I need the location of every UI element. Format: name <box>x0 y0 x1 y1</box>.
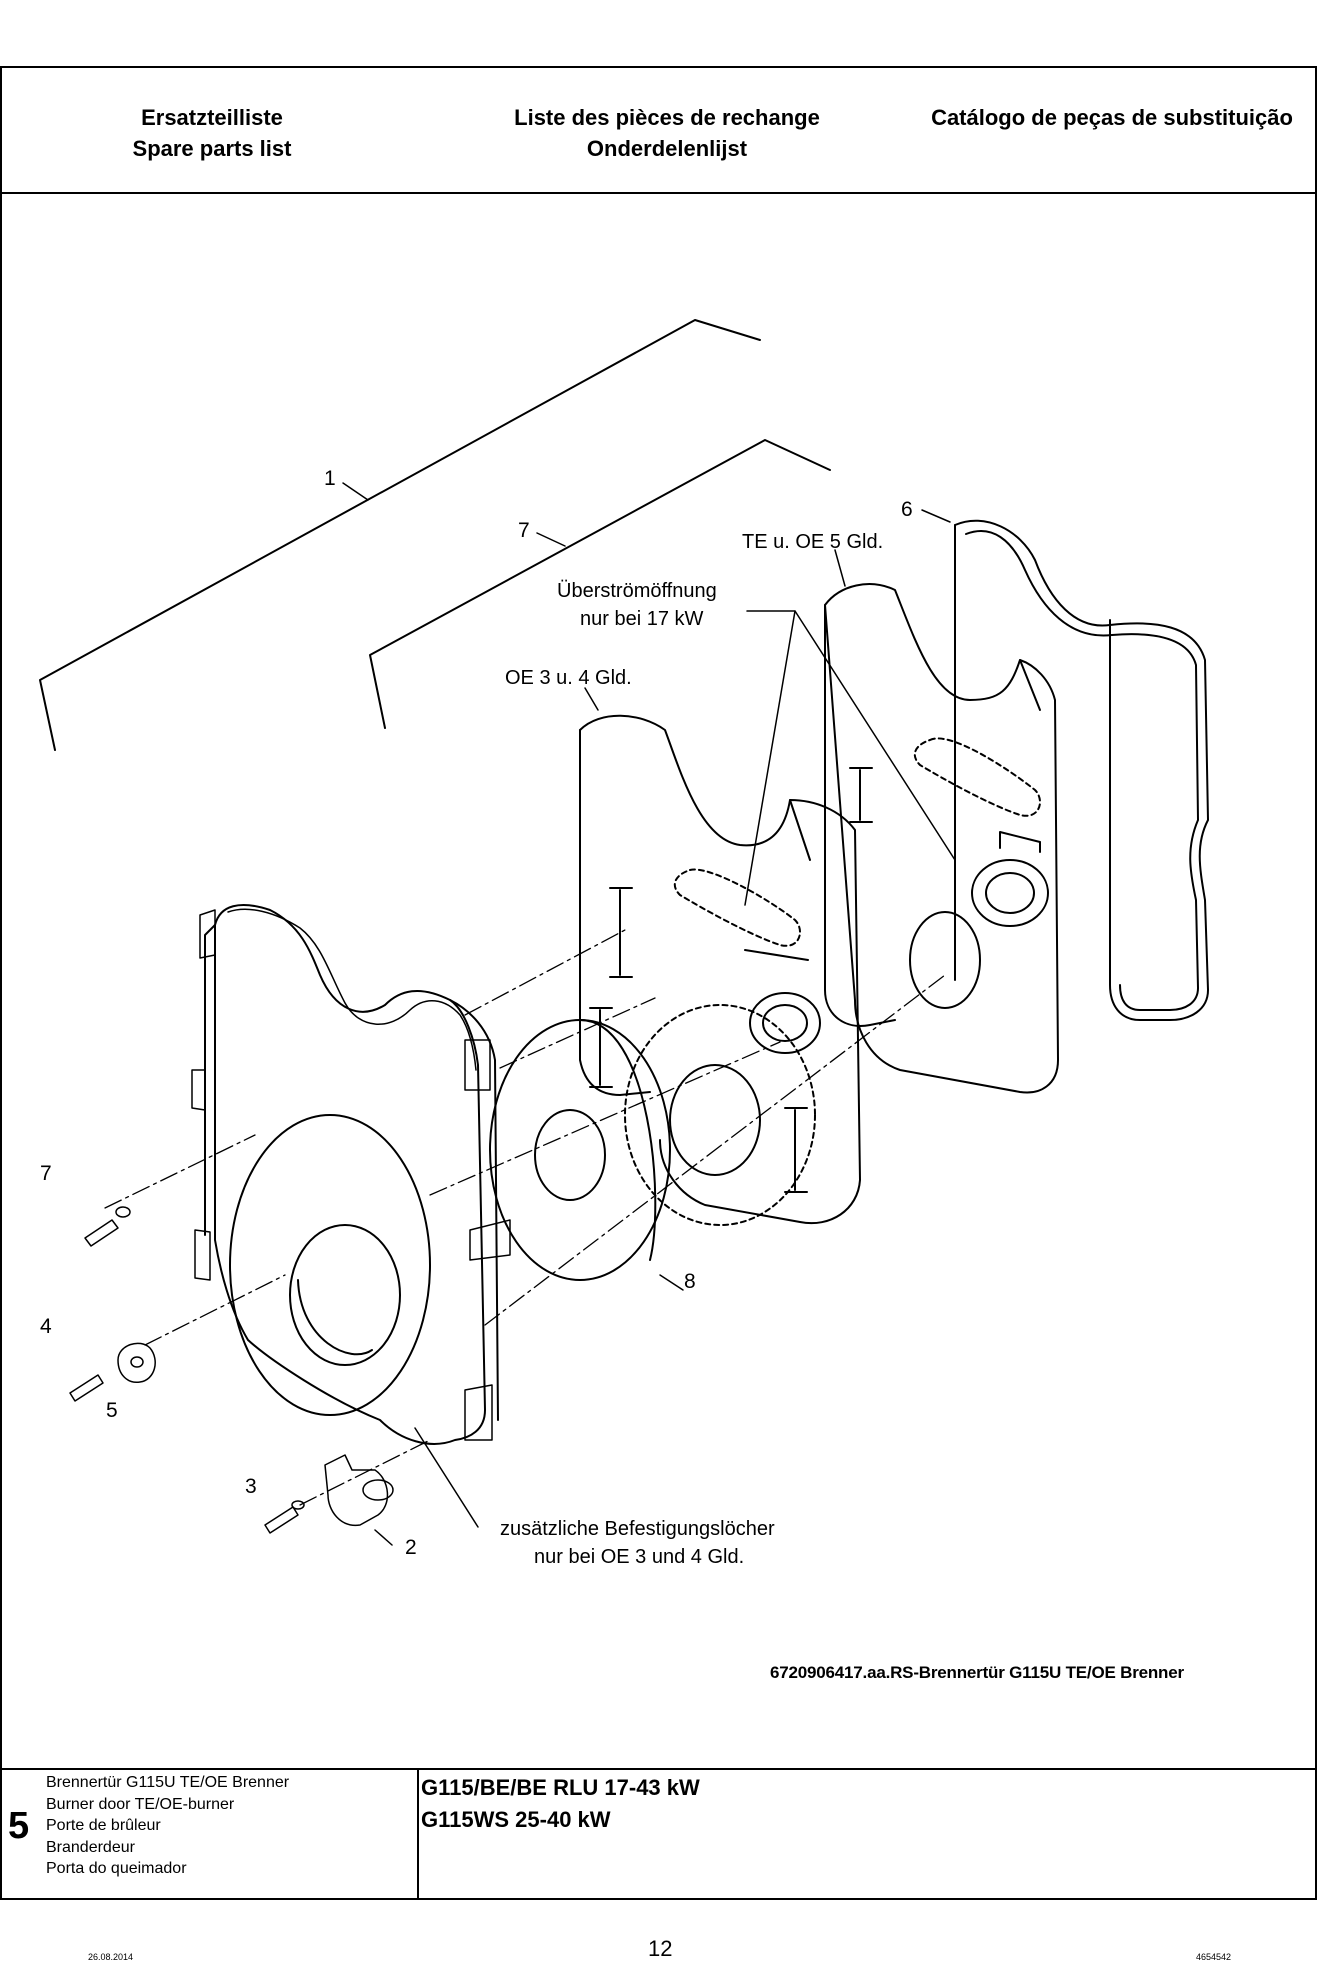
assembly-axes <box>104 929 946 1506</box>
seal-ring-part-8 <box>489 1019 671 1281</box>
note-extra-holes-line1: zusätzliche Befestigungslöcher <box>500 1518 775 1540</box>
note-overflow-line2: nur bei 17 kW <box>580 608 704 630</box>
callout-5: 5 <box>106 1399 118 1422</box>
header-title-en: Spare parts list <box>132 136 292 161</box>
header-title-fr: Liste des pièces de rechange <box>514 105 820 130</box>
insulation-block-front <box>579 714 861 1226</box>
section-number: 5 <box>8 1805 30 1847</box>
callout-6: 6 <box>901 498 913 521</box>
document-code: 4654542 <box>1196 1952 1232 1962</box>
footer-date: 26.08.2014 <box>88 1952 134 1962</box>
note-extra-holes-line2: nur bei OE 3 und 4 Gld. <box>534 1546 744 1568</box>
callout-labels: 1 7 6 7 4 5 3 2 8 <box>40 467 913 1559</box>
leader-lines <box>342 482 956 1546</box>
note-te-oe5: TE u. OE 5 Gld. <box>742 531 883 553</box>
description-en: Burner door TE/OE-burner <box>46 1795 235 1813</box>
header-column-2: Liste des pièces de rechange Onderdelenl… <box>467 102 867 164</box>
bracket-group-1 <box>39 319 761 751</box>
callout-7-left: 7 <box>40 1162 52 1185</box>
note-oe34: OE 3 u. 4 Gld. <box>505 667 632 689</box>
callout-3: 3 <box>245 1475 257 1498</box>
page-frame: Ersatzteilliste Spare parts list Liste d… <box>0 66 1317 1900</box>
section-descriptions: Brennertür G115U TE/OE Brenner Burner do… <box>46 1772 289 1880</box>
header-column-1: Ersatzteilliste Spare parts list <box>62 102 362 164</box>
figure-caption: 6720906417.aa.RS-Brennertür G115U TE/OE … <box>770 1663 1184 1682</box>
description-fr: Porte de brûleur <box>46 1817 161 1834</box>
header-title-de: Ersatzteilliste <box>141 105 283 130</box>
description-nl: Branderdeur <box>46 1838 135 1856</box>
note-overflow-line1: Überströmöffnung <box>557 580 717 602</box>
burner-door-plate <box>191 904 511 1445</box>
callout-4: 4 <box>40 1315 52 1338</box>
model-list: G115/BE/BE RLU 17-43 kW G115WS 25-40 kW <box>421 1772 700 1836</box>
model-1: G115/BE/BE RLU 17-43 kW <box>421 1775 700 1800</box>
callout-1: 1 <box>324 467 336 490</box>
fasteners <box>69 1206 394 1534</box>
insulation-block-rear <box>824 583 1059 1094</box>
header-divider <box>2 192 1315 194</box>
exploded-view-diagram: 1 7 6 7 4 5 3 2 8 TE u. OE 5 Gld. Überst… <box>39 319 1209 1568</box>
page-number: 12 <box>648 1936 673 1961</box>
header-title-nl: Onderdelenlijst <box>586 136 748 161</box>
model-2: G115WS 25-40 kW <box>421 1807 611 1832</box>
bracket-group-7 <box>369 439 831 729</box>
callout-7-top: 7 <box>518 519 530 542</box>
description-pt: Porta do queimador <box>46 1860 187 1877</box>
description-de: Brennertür G115U TE/OE Brenner <box>46 1774 290 1791</box>
header-title-pt: Catálogo de peças de substituição <box>931 105 1293 130</box>
footer-divider <box>2 1768 1315 1770</box>
diagram-notes: TE u. OE 5 Gld. Überströmöffnung nur bei… <box>500 531 883 1568</box>
callout-8: 8 <box>684 1270 696 1293</box>
callout-2: 2 <box>405 1536 417 1559</box>
footer-column-divider <box>417 1768 419 1900</box>
gasket-part-6 <box>954 519 1209 1021</box>
header-column-3: Catálogo de peças de substituição <box>907 102 1317 133</box>
